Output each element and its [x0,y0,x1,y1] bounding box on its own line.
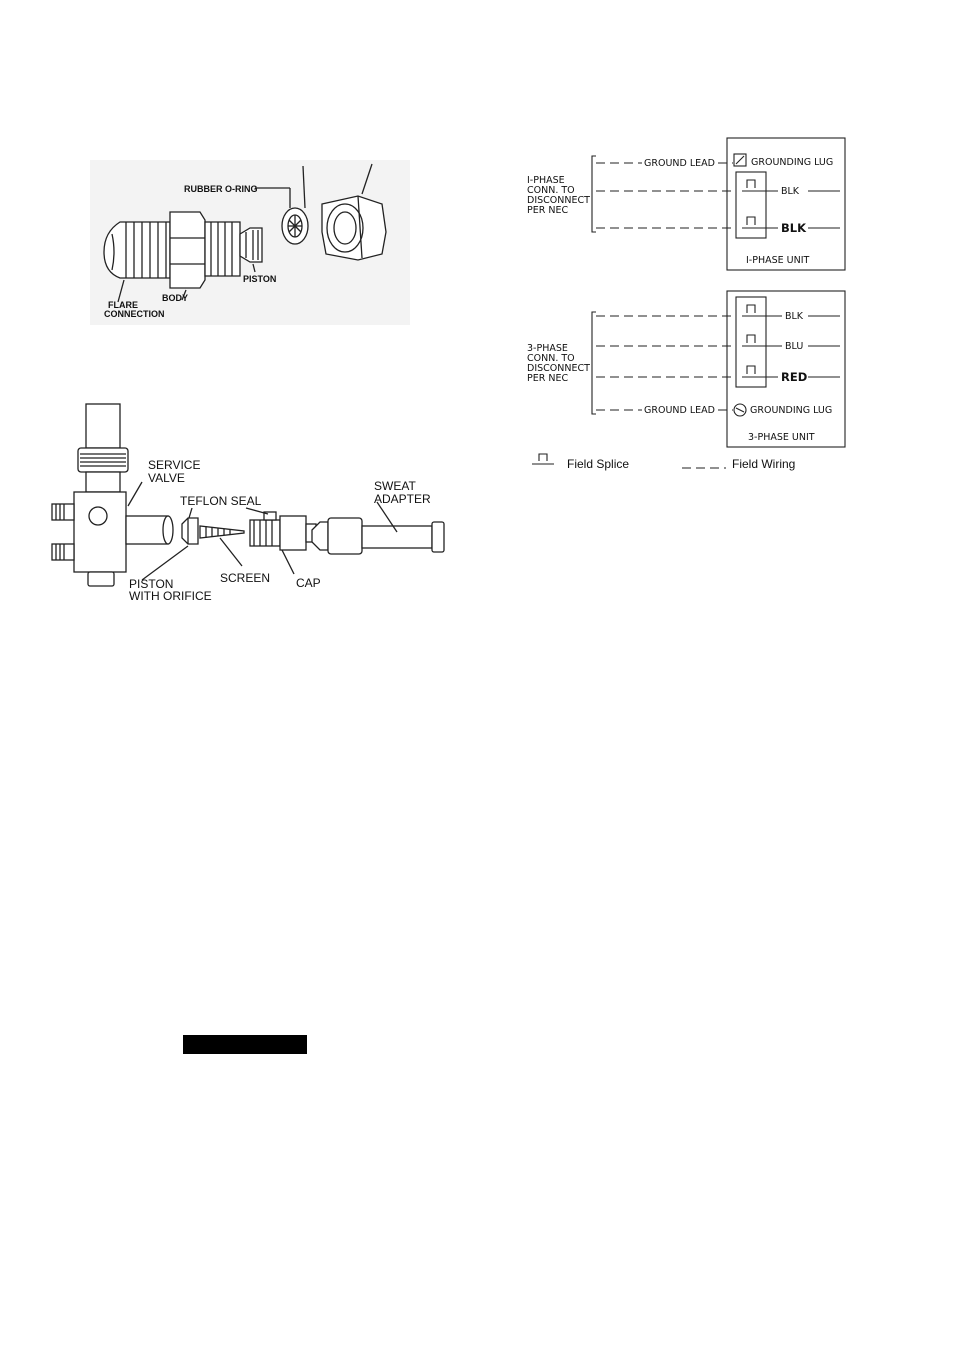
three-phase-unit-label: 3-PHASE UNIT [748,432,815,443]
single-phase-ground-lead-label: GROUND LEAD [644,158,715,169]
legend-field-wiring: Field Wiring [732,457,795,471]
three-phase-conn-line-3: DISCONNECT [527,363,590,374]
flare-nut-illustration [321,195,387,261]
label-body: BODY [162,293,188,303]
single-phase-unit-label: I-PHASE UNIT [746,255,810,266]
three-phase-wire-2: BLU [785,341,803,352]
label-valve: VALVE [148,471,185,485]
three-phase-unit-box [726,290,846,448]
wiring-diagram: I-PHASE CONN. TO DISCONNECT PER NEC GROU… [527,137,846,471]
single-phase-conn-line-1: I-PHASE [527,175,565,186]
single-phase-conn-line-2: CONN. TO [527,185,575,196]
label-rubber-o-ring: RUBBER O-RING [184,184,258,194]
three-phase-grounding-lug: GROUNDING LUG [750,405,832,416]
piston-orifice-illustration [181,517,199,545]
label-adapter: ADAPTER [374,492,431,506]
single-phase-grounding-lug: GROUNDING LUG [751,157,833,168]
field-splice-icon [742,334,760,347]
label-service: SERVICE [148,458,200,472]
three-phase-wire-3: RED [781,370,807,384]
field-splice-legend-icon [532,453,554,465]
label-piston: PISTON [243,274,276,284]
single-phase-section: I-PHASE CONN. TO DISCONNECT PER NEC GROU… [527,137,846,271]
sweat-adapter-illustration [311,517,445,555]
field-splice-icon [742,216,760,229]
field-splice-icon [742,304,760,317]
label-teflon-seal: TEFLON SEAL [180,494,262,508]
cap-illustration [249,511,317,551]
wiring-legend: Field Splice Field Wiring [532,453,795,471]
redaction-bar [183,1035,307,1054]
label-screen: SCREEN [220,571,270,585]
three-phase-conn-line-1: 3-PHASE [527,343,568,354]
three-phase-conn-line-2: CONN. TO [527,353,575,364]
piston-illustration [239,227,263,263]
piston-assembly-figure: RUBBER O-RING PISTON BODY FLARE CONNECTI… [90,160,410,325]
label-cap: CAP [296,576,321,590]
single-phase-conn-line-4: PER NEC [527,205,568,216]
label-sweat: SWEAT [374,479,416,493]
single-phase-wire-1: BLK [781,186,800,197]
single-phase-unit-box [726,137,846,271]
single-phase-conn-line-3: DISCONNECT [527,195,590,206]
label-connection: CONNECTION [104,309,165,319]
screen-illustration [199,525,245,539]
label-flare: FLARE [108,300,138,310]
three-phase-wire-1: BLK [785,311,804,322]
three-phase-conn-line-4: PER NEC [527,373,568,384]
label-piston-with: PISTON [129,577,173,591]
o-ring-illustration [281,207,309,245]
label-with-orifice: WITH ORIFICE [129,589,212,603]
legend-field-splice: Field Splice [567,457,629,471]
service-valve-illustration [51,403,174,587]
three-phase-ground-lead-label: GROUND LEAD [644,405,715,416]
three-phase-section: 3-PHASE CONN. TO DISCONNECT PER NEC GROU… [527,290,846,448]
body-illustration [103,211,241,289]
field-splice-icon [742,365,760,378]
single-phase-wire-2: BLK [781,221,807,235]
ground-lug-icon [733,403,747,417]
service-valve-figure: SERVICE VALVE TEFLON SEAL SWEAT ADAPTER … [51,403,445,603]
field-splice-icon [742,179,760,192]
